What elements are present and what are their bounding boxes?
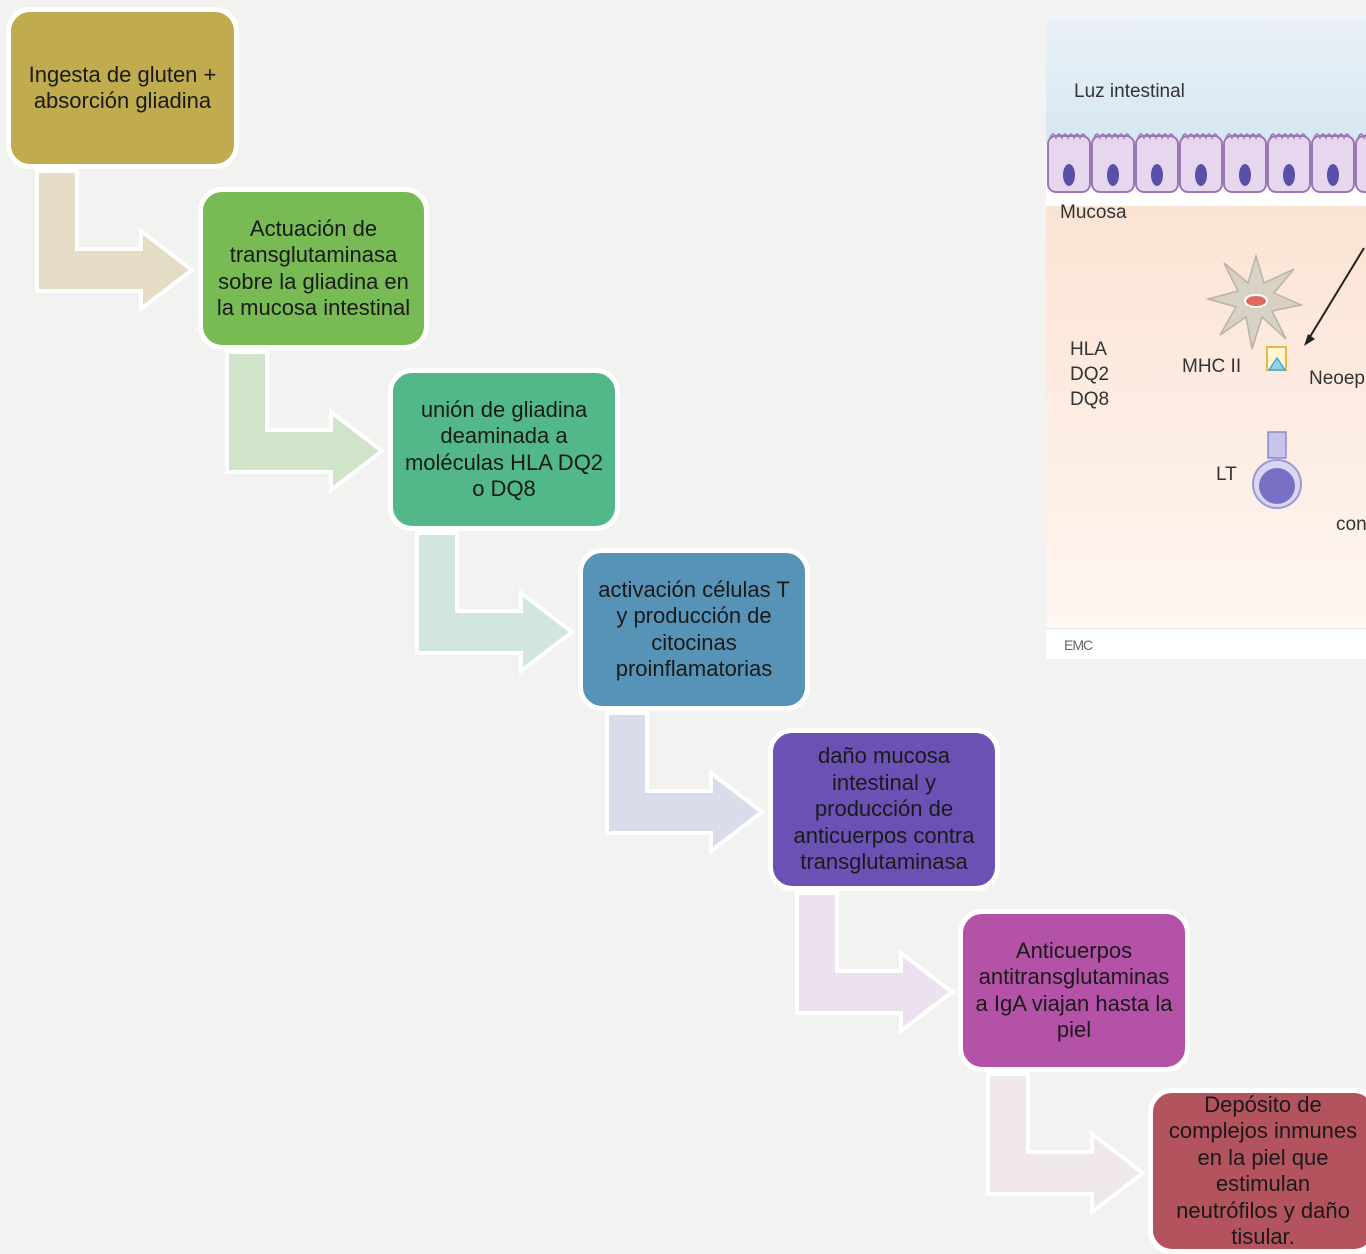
- epithelial-cell: [1355, 135, 1366, 193]
- cell-nucleus: [1239, 164, 1251, 186]
- flow-step-6: Anticuerpos antitransglutaminas a IgA vi…: [958, 909, 1190, 1072]
- lymphocyte-icon: [1252, 431, 1302, 509]
- microvilli: [1225, 133, 1263, 141]
- bent-arrow-5: [795, 891, 956, 1036]
- microvilli: [1181, 133, 1219, 141]
- mhc-antigen-icon: [1266, 346, 1287, 371]
- illustration-footer: [1046, 628, 1366, 659]
- microvilli: [1137, 133, 1175, 141]
- flow-step-3: unión de gliadina deaminada a moléculas …: [388, 368, 620, 531]
- cell-nucleus: [1327, 164, 1339, 186]
- cell-nucleus: [1063, 164, 1075, 186]
- microvilli: [1269, 133, 1307, 141]
- mucosa-drawing: [1047, 133, 1366, 509]
- cell-nucleus: [1107, 164, 1119, 186]
- bent-arrow-3: [415, 531, 576, 676]
- flow-step-4: activación células T y producción de cit…: [578, 548, 810, 711]
- mhc-label: MHC II: [1182, 356, 1242, 377]
- microvilli: [1357, 133, 1366, 141]
- mucosa-area: [1046, 206, 1366, 628]
- bent-arrow-2: [225, 350, 386, 495]
- emc-logo: EMC: [1064, 637, 1093, 653]
- microvilli: [1049, 133, 1087, 141]
- intestinal-lumen: [1046, 18, 1366, 143]
- flow-step-1: Ingesta de gluten + absorción gliadina: [6, 7, 239, 169]
- epithelial-cells: [1047, 133, 1366, 193]
- cell-nucleus: [1151, 164, 1163, 186]
- lumen-label: Luz intestinal: [1074, 81, 1185, 102]
- con-label: con: [1336, 514, 1366, 535]
- bent-arrow-1: [35, 169, 196, 314]
- cell-nucleus: [1283, 164, 1295, 186]
- intestinal-mucosa-illustration: Luz intestinal Mucosa HLA DQ2 DQ8 MHC II…: [1046, 18, 1366, 659]
- microvilli: [1313, 133, 1351, 141]
- lt-label: LT: [1216, 464, 1237, 485]
- neoepitope-label: Neoep: [1309, 368, 1365, 389]
- mucosa-label: Mucosa: [1060, 202, 1127, 223]
- cell-nucleus: [1195, 164, 1207, 186]
- flow-step-2: Actuación de transglutaminasa sobre la g…: [198, 187, 429, 350]
- bent-arrow-4: [605, 711, 766, 856]
- bent-arrow-6: [986, 1072, 1147, 1217]
- hla-label: HLA DQ2 DQ8: [1070, 339, 1110, 410]
- pointer-arrow-icon: [1304, 247, 1365, 346]
- flow-step-5: daño mucosa intestinal y producción de a…: [768, 728, 1000, 891]
- dendritic-cell-icon: [1205, 253, 1304, 350]
- flow-step-7: Depósito de complejos inmunes en la piel…: [1148, 1088, 1366, 1254]
- microvilli: [1093, 133, 1131, 141]
